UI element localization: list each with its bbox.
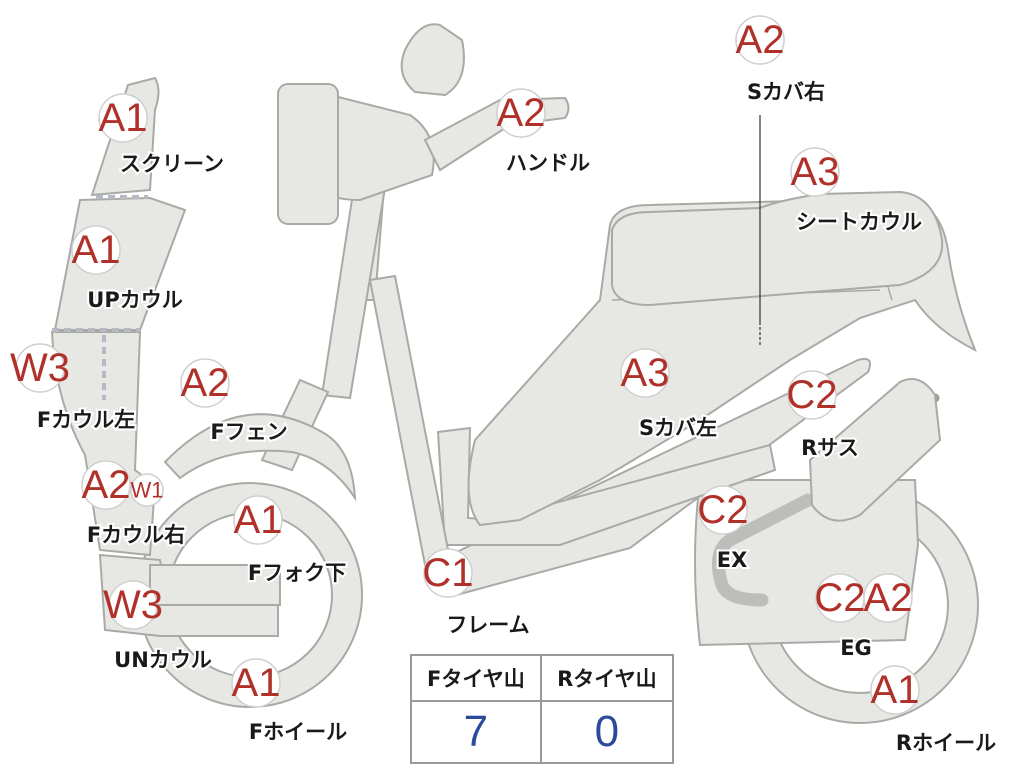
- part-frame: C1 フレーム: [422, 548, 532, 639]
- rear-tread-header: Rタイヤ山: [539, 654, 675, 702]
- svg-text:A2: A2: [736, 18, 785, 62]
- part-label: フレーム: [446, 613, 529, 637]
- part-label: Fホイール: [249, 720, 347, 744]
- part-label: UNカウル: [114, 648, 212, 672]
- svg-text:A2: A2: [181, 361, 230, 405]
- part-f-wheel: A1 Fホイール: [231, 658, 349, 746]
- svg-text:C2: C2: [697, 488, 748, 532]
- part-label: EG: [840, 636, 872, 660]
- part-screen: A1 スクリーン: [98, 93, 226, 178]
- svg-text:A1: A1: [72, 228, 121, 272]
- part-handle: A2 ハンドル: [496, 88, 592, 177]
- svg-text:A3: A3: [621, 351, 670, 395]
- part-label: EX: [717, 548, 748, 572]
- cowl-seam-dashes: [52, 195, 148, 400]
- svg-text:A2: A2: [82, 463, 131, 507]
- grade-badge: W3: [103, 580, 163, 630]
- part-up-cowl: A1 UPカウル: [71, 225, 185, 314]
- svg-text:A3: A3: [791, 150, 840, 194]
- part-label: ハンドル: [506, 151, 590, 175]
- part-f-fender: A2 Fフェン: [180, 358, 290, 446]
- grade-badge: A2: [496, 88, 546, 138]
- part-s-cover-left: A3 Sカバ左: [620, 348, 719, 442]
- svg-text:A1: A1: [871, 668, 920, 712]
- grade-badge: W3: [10, 343, 70, 393]
- front-fender-shape: [163, 413, 357, 502]
- svg-text:C1: C1: [422, 551, 473, 595]
- part-seat-cowl: A3 シートカウル: [790, 147, 924, 236]
- part-label: Sカバ左: [639, 416, 717, 440]
- seat-shape: [611, 190, 944, 307]
- grade-badge: A2: [863, 573, 913, 623]
- grade-badge: A1: [231, 658, 281, 708]
- steering-shape: [260, 173, 452, 567]
- grade-badge-small: W1: [130, 473, 164, 507]
- part-r-wheel: A1 Rホイール: [870, 665, 998, 757]
- rear-tread-value: 0: [539, 700, 675, 764]
- exhaust-shape: [711, 493, 815, 607]
- svg-text:A1: A1: [232, 661, 281, 705]
- part-label: スクリーン: [120, 152, 224, 176]
- front-tread-value: 7: [410, 700, 542, 764]
- svg-text:C2: C2: [814, 576, 865, 620]
- part-ex: C2 EX: [697, 485, 749, 574]
- grade-badge: A3: [620, 348, 670, 398]
- grade-badge: A1: [233, 495, 283, 545]
- part-label: Fカウル左: [37, 408, 135, 432]
- svg-text:A2: A2: [864, 576, 913, 620]
- part-label: UPカウル: [87, 288, 182, 312]
- svg-text:A1: A1: [234, 498, 283, 542]
- part-label: Fフェン: [210, 420, 287, 444]
- grade-badge: C1: [422, 548, 474, 598]
- grade-badge: A1: [870, 665, 920, 715]
- svg-text:W1: W1: [131, 478, 164, 503]
- grade-badge: A1: [98, 93, 148, 143]
- part-un-cowl: W3 UNカウル: [103, 580, 214, 674]
- grade-badge: A2: [735, 15, 785, 65]
- svg-text:W3: W3: [10, 346, 70, 390]
- grade-badge: C2: [814, 573, 866, 623]
- svg-text:A1: A1: [99, 96, 148, 140]
- svg-text:W3: W3: [103, 583, 163, 627]
- front-tread-header: Fタイヤ山: [410, 654, 542, 702]
- grade-badge: A1: [71, 225, 121, 275]
- grade-badge: A2: [180, 358, 230, 408]
- svg-text:C2: C2: [786, 373, 837, 417]
- grade-badge: A3: [790, 147, 840, 197]
- grade-badge: C2: [786, 370, 838, 420]
- grade-badge: A2: [81, 460, 131, 510]
- part-label: Fフォク下: [248, 561, 346, 585]
- rear-suspension-shape: [808, 378, 942, 522]
- part-f-cowl-right: A2 W1 Fカウル右: [81, 460, 187, 549]
- svg-text:A2: A2: [497, 91, 546, 135]
- part-label: シートカウル: [796, 210, 922, 234]
- part-label: Rサス: [801, 436, 859, 460]
- part-r-sus: C2 Rサス: [786, 370, 861, 462]
- part-label: Rホイール: [896, 731, 996, 755]
- part-label: Fカウル右: [87, 523, 185, 547]
- grade-badge: C2: [697, 485, 749, 535]
- part-f-cowl-left: W3 Fカウル左: [10, 343, 137, 434]
- tire-tread-table: Fタイヤ山 Rタイヤ山 7 0: [410, 654, 675, 764]
- part-s-cover-right: A2 Sカバ右: [735, 15, 827, 106]
- part-f-fork-lower: A1 Fフォク下: [233, 495, 348, 587]
- part-label: Sカバ右: [747, 80, 825, 104]
- part-eg: C2 A2 EG: [814, 573, 913, 662]
